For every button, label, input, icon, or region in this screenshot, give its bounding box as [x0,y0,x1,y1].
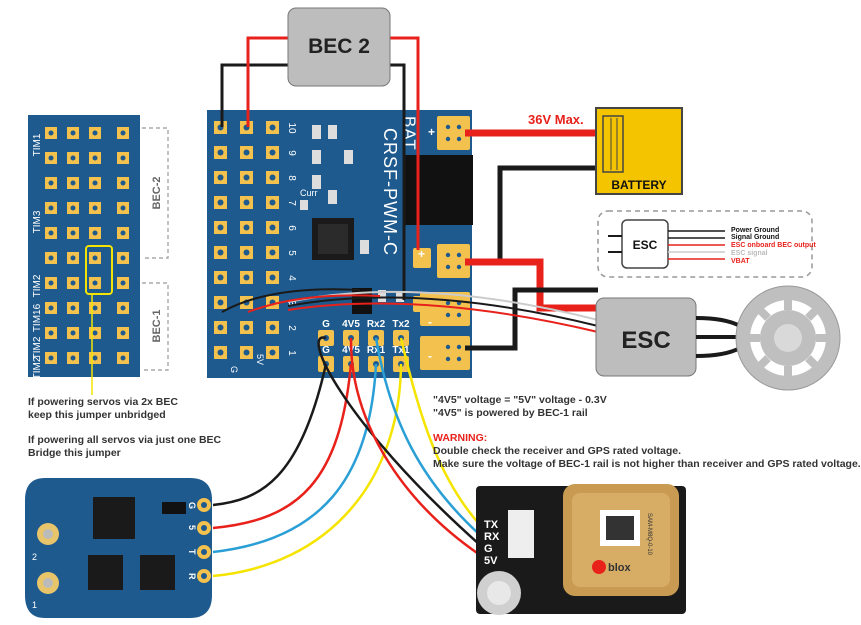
pin-number: 5 [286,250,297,256]
bec2-bracket [142,127,169,259]
uart-label-top: 4V5 [342,319,360,330]
curr-label: Curr [300,188,318,198]
pin-number: 9 [286,150,297,156]
row-label-5v: 5V [255,354,265,365]
board-name: CRSF-PWM-C [380,128,400,256]
esc-inset-title: ESC [633,238,658,252]
pin-number: 2 [286,325,297,331]
ublox-logo [592,560,606,574]
note-line: "4V5" is powered by BEC-1 rail [433,407,588,419]
tim-label: TIM16 [32,303,43,332]
gps-module: blox SAM-M8Q-0-10 TX RX G 5V [476,484,686,615]
gps-pin-label: 5V [484,555,498,567]
jumper-highlight [85,245,113,295]
bec2-side-label: BEC-2 [151,176,163,209]
note-line: If powering all servos via just one BEC [28,434,222,446]
row-label-g: G [229,366,239,373]
receiver-pin-label: T [187,549,197,555]
svg-text:+: + [428,125,435,139]
receiver-pin-label: 5 [187,525,197,530]
svg-text:1: 1 [32,600,37,610]
esc-label: ESC [621,327,670,354]
svg-text:2: 2 [32,552,37,562]
pin-number: 6 [286,225,297,231]
receiver-pin-label: G [187,502,197,509]
uart-label-top: G [322,319,330,330]
power-pads [413,116,470,370]
jumper-bridged-note: If powering all servos via just one BEC … [28,434,221,460]
gps-pin-label: RX [484,531,500,543]
pin-number: 3 [286,300,297,306]
warning-note: WARNING: Double check the receiver and G… [433,432,861,471]
uart-label-bottom: Tx1 [392,345,410,356]
esc-wire-label: ESC onboard BEC output [731,242,816,249]
uart-label-bottom: G [322,345,330,356]
tim-label: TIM2 [32,356,43,379]
note-line: "4V5" voltage = "5V" voltage - 0.3V [433,394,607,406]
pin-number: 1 [286,350,297,356]
esc-and-motor: ESC [221,258,841,391]
pin-number: 8 [286,175,297,181]
esc-wire-label: ESC signal [731,250,768,257]
bec1-side-label: BEC-1 [151,309,163,342]
gps-brand: blox [608,562,631,574]
main-board: 10 9 8 7 6 5 4 3 2 1 G 5V [207,110,473,378]
pin-numbers: 10 9 8 7 6 5 4 3 2 1 [286,122,297,356]
max-voltage-label: 36V Max. [528,112,584,127]
uart-label-bottom: Rx1 [367,345,386,356]
note-line: Bridge this jumper [28,447,121,459]
jumper-unbridged-note: If powering servos via 2x BEC keep this … [28,396,178,422]
note-line: keep this jumper unbridged [28,409,166,421]
pin-number: 4 [286,275,297,281]
tim-label: TIM1 [32,133,43,156]
warning-title: WARNING: [433,432,488,444]
gps-model: SAM-M8Q-0-10 [646,513,652,556]
uart-label-top: Rx2 [367,319,386,330]
tim-label: TIM3 [32,210,43,233]
svg-text:-: - [428,349,432,363]
esc-inset: ESC Power Ground Signal Ground ESC onboa… [597,210,816,278]
note-line: If powering servos via 2x BEC [28,396,178,408]
receiver-pin-label: R [187,573,197,580]
note-line: Make sure the voltage of BEC-1 rail is n… [433,458,861,470]
gps-pin-label: TX [484,519,499,531]
svg-text:+: + [418,247,425,261]
esc-wire-label: VBAT [731,258,750,265]
voltage-note: "4V5" voltage = "5V" voltage - 0.3V "4V5… [433,394,607,420]
signal-wires [212,336,481,578]
esc-wire-label: Signal Ground [731,234,779,241]
receiver-board: 2 1 G 5 T R [25,478,212,618]
bec1-bracket [142,282,169,371]
left-board-closeup: TIM1 TIM3 TIM2 TIM16 TIM2 TIM2 BEC-2 BEC… [28,115,169,395]
pin-number: 7 [286,200,297,206]
tim-label: TIM2 [32,274,43,297]
note-line: Double check the receiver and GPS rated … [433,445,682,457]
bec2-module: BEC 2 [220,7,420,300]
pin-number: 10 [286,122,297,134]
battery-label: BATTERY [611,178,666,192]
uart-label-top: Tx2 [392,319,410,330]
esc-wire-label: Power Ground [731,227,779,234]
battery: BATTERY 36V Max. [465,107,683,265]
bec2-label: BEC 2 [308,35,370,58]
svg-text:-: - [428,315,432,329]
gps-pin-label: G [484,543,493,555]
tim-label: TIM2 [32,336,43,359]
